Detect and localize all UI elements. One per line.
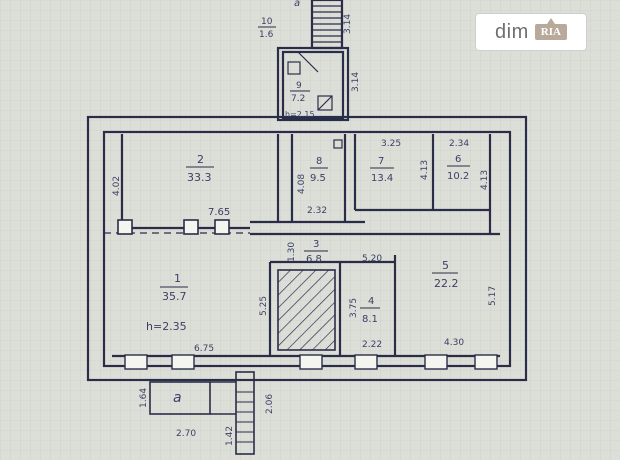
dim-1-30: 1.30 (287, 242, 297, 262)
dimria-watermark: dim RIA (476, 14, 586, 50)
dim-2-32: 2.32 (307, 206, 327, 216)
dim-2-70: 2.70 (176, 429, 196, 439)
dim-6-75: 6.75 (194, 344, 214, 354)
corner-mark: a (294, 0, 300, 9)
room-4-number: 4 (368, 296, 374, 307)
dim-4-13a: 4.13 (420, 160, 430, 180)
stair-bottom (236, 391, 254, 443)
dim-2-34: 2.34 (449, 139, 469, 149)
dim-2-22: 2.22 (362, 340, 382, 350)
dim-5-20: 5.20 (362, 254, 382, 264)
ceiling-height: h=2.35 (146, 320, 187, 333)
dim-1-64: 1.64 (139, 388, 149, 408)
windows (124, 354, 498, 370)
watermark-brand: dim (495, 20, 529, 43)
room-5-area: 22.2 (434, 277, 459, 290)
room-1-number: 1 (174, 272, 181, 285)
dim-7-65: 7.65 (208, 207, 230, 218)
columns (117, 219, 230, 235)
dim-3-75: 3.75 (349, 298, 359, 318)
dim-1-42: 1.42 (225, 426, 235, 446)
dim-4-13b: 4.13 (480, 170, 490, 190)
porch-label: a (173, 390, 182, 406)
dim-5-25: 5.25 (259, 296, 269, 316)
dim-5-17: 5.17 (488, 286, 498, 306)
room-1-area: 35.7 (162, 290, 187, 303)
dim-3-25: 3.25 (381, 139, 401, 149)
dim-4-08: 4.08 (297, 174, 307, 194)
room-9-area: 7.2 (291, 94, 305, 104)
room-3-number: 3 (313, 239, 319, 250)
room-8-area: 9.5 (310, 173, 326, 184)
room-2-area: 33.3 (187, 171, 212, 184)
room-7-area: 13.4 (371, 173, 393, 184)
annex-fixtures (287, 51, 343, 149)
dim-3-14-top: 3.14 (343, 14, 353, 34)
room-3-area: 6.8 (306, 254, 322, 265)
porch (149, 371, 255, 455)
room-fraction-lines (160, 26, 470, 309)
hatched-area (277, 269, 336, 351)
room-6-number: 6 (455, 154, 461, 165)
ceiling-height-annex: h=2.15 (285, 110, 315, 119)
dim-3-14-side: 3.14 (351, 72, 361, 92)
room-10-number: 10 (261, 17, 273, 27)
room-7-number: 7 (378, 156, 384, 167)
room-6-area: 10.2 (447, 171, 469, 182)
dim-2-06: 2.06 (265, 394, 275, 414)
stair-top (312, 5, 342, 43)
room-8-number: 8 (316, 156, 322, 167)
room-10-area: 1.6 (259, 30, 274, 40)
dim-4-30: 4.30 (444, 338, 464, 348)
room-5-number: 5 (442, 259, 449, 272)
watermark-badge: RIA (534, 18, 567, 40)
room-4-area: 8.1 (362, 314, 378, 325)
room-9-number: 9 (296, 81, 302, 91)
dim-4-02: 4.02 (112, 176, 122, 196)
room-2-number: 2 (197, 153, 204, 166)
